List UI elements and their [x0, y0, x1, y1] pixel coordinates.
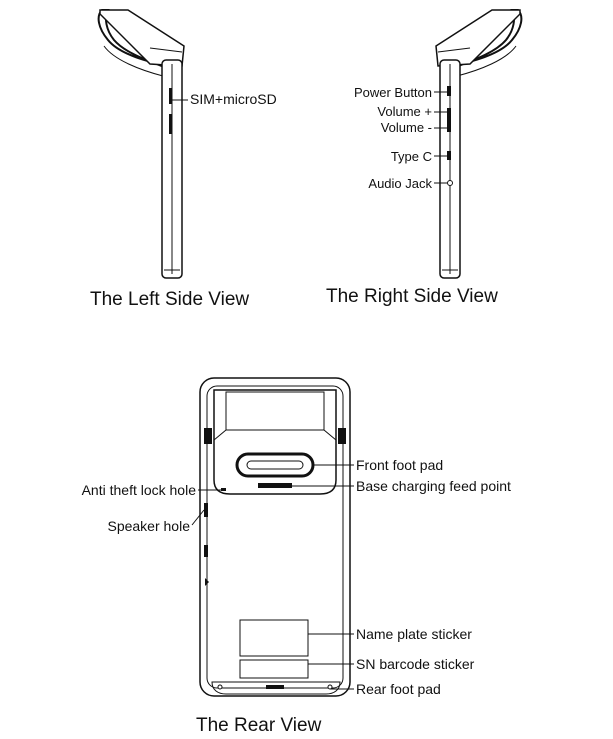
audio-jack-label: Audio Jack — [368, 176, 432, 191]
volume-up-label: Volume + — [377, 104, 432, 119]
rear-side-tab-left — [204, 428, 212, 444]
left-stand-arm-inner — [103, 45, 164, 77]
volume-rocker — [447, 108, 451, 132]
rear-stand-shade — [213, 429, 227, 441]
sn-barcode-sticker-label: SN barcode sticker — [356, 656, 475, 672]
base-charging-feed-label: Base charging feed point — [356, 478, 511, 494]
right-side-view-caption: The Right Side View — [326, 286, 498, 307]
rear-stand-top — [225, 391, 325, 431]
name-plate-sticker — [239, 619, 309, 657]
front-foot-pad-label: Front foot pad — [356, 457, 443, 473]
sim-microsd-label: SIM+microSD — [190, 91, 277, 107]
charging-contacts — [258, 483, 292, 488]
side-notch-left — [205, 578, 209, 586]
sim-slot — [169, 88, 172, 104]
type-c-port — [447, 151, 451, 160]
anti-theft-lock-hole — [221, 488, 226, 491]
left-side-slot — [169, 114, 172, 134]
rear-stand-shade-r — [323, 429, 337, 441]
speaker-hole-label: Speaker hole — [107, 518, 190, 534]
name-plate-sticker-label: Name plate sticker — [356, 626, 472, 642]
rear-stand — [213, 389, 337, 495]
power-button — [447, 86, 451, 96]
rear-foot-screw-right — [327, 684, 333, 690]
speaker-hole — [204, 503, 208, 517]
type-c-label: Type C — [391, 149, 432, 164]
left-side-view: SIM+microSD The Left Side View — [90, 9, 277, 310]
front-foot-pad — [235, 452, 315, 478]
front-foot-pad-inner — [246, 460, 304, 470]
right-hinge-block — [435, 9, 521, 67]
rear-foot-pad — [211, 681, 341, 695]
right-side-view: Power Button Volume + Volume - Type C Au… — [326, 9, 523, 307]
rear-side-tab-right — [338, 428, 346, 444]
audio-jack-port — [447, 180, 453, 186]
speaker-callout-line — [191, 509, 205, 526]
anti-theft-lock-label: Anti theft lock hole — [82, 482, 197, 498]
side-button-left — [204, 545, 208, 557]
sn-barcode-sticker — [239, 659, 309, 679]
power-button-label: Power Button — [354, 85, 432, 100]
rear-foot-screw-left — [217, 684, 223, 690]
left-hinge-line — [149, 47, 183, 53]
volume-down-label: Volume - — [381, 120, 432, 135]
left-side-view-caption: The Left Side View — [90, 289, 249, 310]
right-hinge-line — [437, 47, 471, 53]
rear-logo-mark — [266, 685, 284, 689]
rear-view: Front foot pad Base charging feed point … — [82, 377, 511, 736]
rear-foot-pad-label: Rear foot pad — [356, 681, 441, 697]
rear-view-caption: The Rear View — [196, 715, 322, 736]
right-stand-arm-inner — [456, 45, 517, 77]
